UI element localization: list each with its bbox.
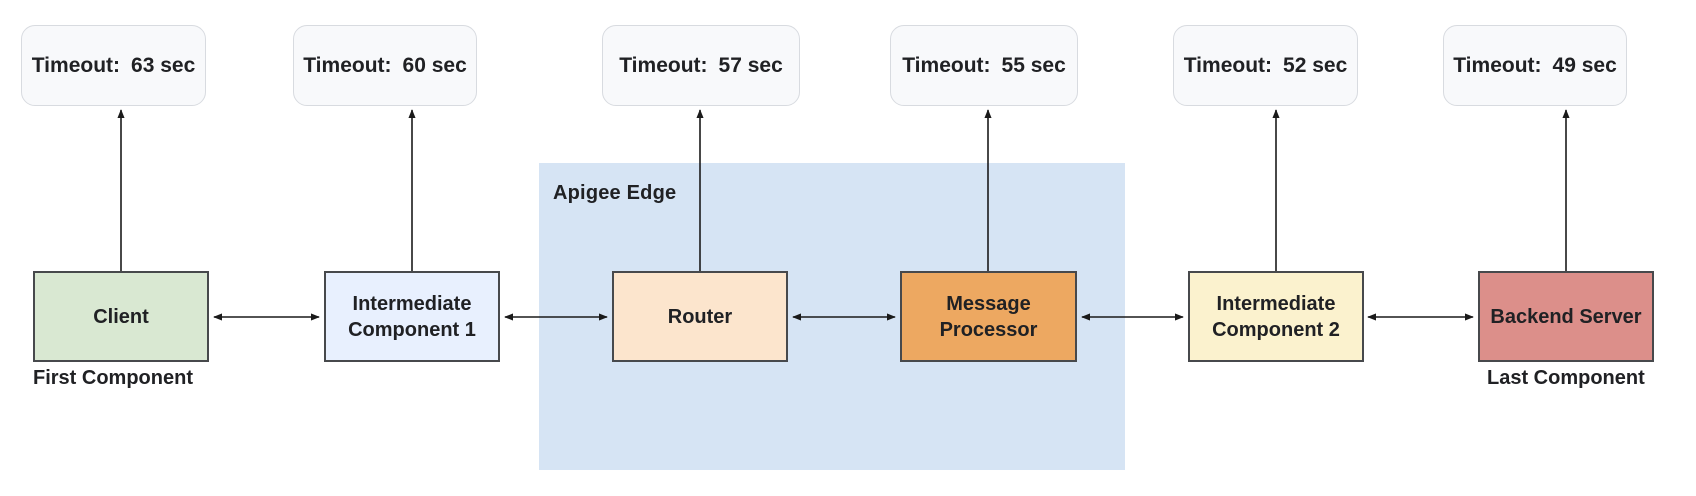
timeout-label: Timeout: [303, 53, 392, 77]
component-box-backend: Backend Server [1478, 271, 1654, 362]
timeout-box-router: Timeout: 57 sec [602, 25, 800, 106]
caption-last-component: Last Component [1487, 367, 1645, 389]
component-box-intermediate-1: Intermediate Component 1 [324, 271, 500, 362]
timeout-box-intermediate-1: Timeout: 60 sec [293, 25, 477, 106]
timeout-box-client: Timeout: 63 sec [21, 25, 206, 106]
component-box-intermediate-2: Intermediate Component 2 [1188, 271, 1364, 362]
timeout-box-intermediate-2: Timeout: 52 sec [1173, 25, 1358, 106]
timeout-box-message-processor: Timeout: 55 sec [890, 25, 1078, 106]
component-label: Intermediate Component 1 [348, 292, 476, 341]
timeout-label: Timeout: [1453, 53, 1542, 77]
component-box-message-processor: Message Processor [900, 271, 1077, 362]
timeout-label: Timeout: [619, 53, 708, 77]
timeout-value: 55 sec [1001, 53, 1066, 77]
timeout-value: 63 sec [131, 53, 196, 77]
timeout-box-backend: Timeout: 49 sec [1443, 25, 1627, 106]
timeout-value: 57 sec [718, 53, 783, 77]
apigee-edge-label: Apigee Edge [553, 182, 677, 204]
component-label: Intermediate Component 2 [1212, 292, 1340, 341]
component-label: Client [93, 305, 149, 328]
timeout-label: Timeout: [902, 53, 991, 77]
timeout-value: 52 sec [1283, 53, 1348, 77]
component-label: Backend Server [1490, 305, 1642, 328]
component-label: Router [667, 305, 733, 328]
timeout-label: Timeout: [31, 53, 121, 77]
timeout-value: 49 sec [1552, 53, 1617, 77]
timeout-value: 60 sec [402, 53, 467, 77]
component-label: Message Processor [939, 292, 1038, 341]
component-box-client: Client [33, 271, 209, 362]
caption-first-component: First Component [33, 367, 193, 389]
component-box-router: Router [612, 271, 788, 362]
timeout-label: Timeout: [1183, 53, 1273, 77]
